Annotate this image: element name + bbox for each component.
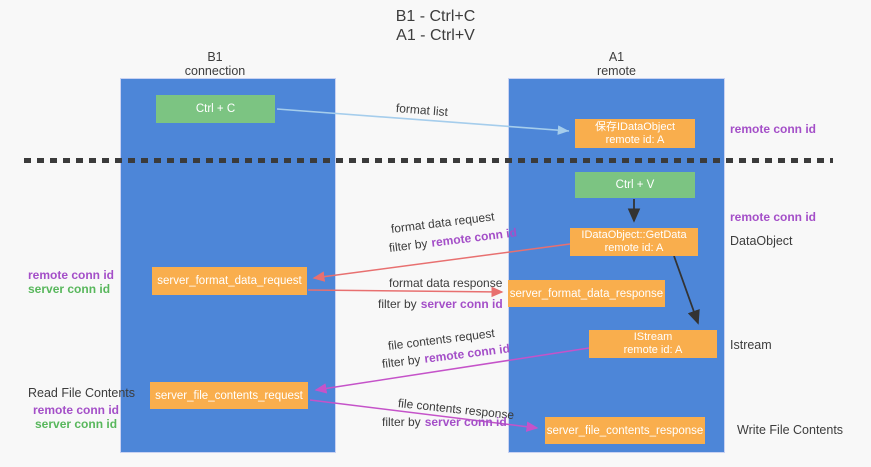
filter-by-text: filter by bbox=[388, 236, 429, 255]
remote-conn-id-annotation-mid: remote conn id bbox=[730, 210, 817, 224]
write-file-contents-annotation: Write File Contents bbox=[737, 423, 844, 437]
column-header-a1-role: remote bbox=[597, 64, 636, 78]
server-format-data-request-box: server_format_data_request bbox=[152, 267, 307, 295]
server-file-contents-response-box: server_file_contents_response bbox=[545, 417, 705, 444]
format-data-response-label: format data response bbox=[389, 276, 503, 290]
column-header-a1: A1 remote bbox=[508, 50, 725, 78]
istream-box: IStream remote id: A bbox=[589, 330, 717, 358]
server-file-contents-request-box: server_file_contents_request bbox=[150, 382, 308, 409]
server-format-data-response-box: server_format_data_response bbox=[508, 280, 665, 307]
save-idataobject-remote-id: remote id: A bbox=[605, 133, 665, 146]
save-idataobject-label: 保存IDataObject bbox=[594, 120, 676, 133]
idataobject-getdata-remote-id: remote id: A bbox=[604, 242, 664, 254]
read-file-contents-annotation: Read File Contents bbox=[28, 386, 136, 400]
separator-dashed-line bbox=[24, 158, 833, 163]
column-header-a1-name: A1 bbox=[608, 50, 625, 64]
ctrl-c-box: Ctrl + C bbox=[156, 95, 275, 123]
filter-by-text: filter by bbox=[378, 297, 417, 311]
remote-conn-id-annotation-left1: remote conn id bbox=[28, 268, 115, 282]
idataobject-getdata-box: IDataObject::GetData remote id: A bbox=[570, 228, 698, 256]
save-idataobject-box: 保存IDataObject remote id: A bbox=[575, 119, 695, 148]
column-header-b1-role: connection bbox=[184, 64, 246, 78]
istream-label: IStream bbox=[633, 331, 673, 343]
format-list-label: format list bbox=[395, 101, 449, 120]
format-data-response-arrow bbox=[307, 286, 504, 298]
server-conn-id-annotation-left1: server conn id bbox=[28, 282, 111, 296]
idataobject-getdata-label: IDataObject::GetData bbox=[581, 229, 687, 241]
ctrl-v-box: Ctrl + V bbox=[575, 172, 695, 198]
title-line-2: A1 - Ctrl+V bbox=[396, 27, 475, 44]
istream-annotation: Istream bbox=[730, 338, 772, 352]
istream-remote-id: remote id: A bbox=[623, 344, 683, 356]
dataobject-annotation: DataObject bbox=[730, 234, 793, 248]
remote-conn-id-annotation-top: remote conn id bbox=[730, 122, 817, 136]
server-conn-id-text: server conn id bbox=[420, 297, 503, 311]
filter-by-text: filter by bbox=[381, 352, 422, 371]
server-conn-id-text: server conn id bbox=[424, 415, 507, 429]
filter-by-text: filter by bbox=[382, 415, 421, 429]
remote-conn-id-annotation-left2: remote conn id bbox=[33, 403, 120, 417]
title-line-1: B1 - Ctrl+C bbox=[395, 8, 476, 25]
diagram-title: B1 - Ctrl+C A1 - Ctrl+V bbox=[0, 7, 871, 45]
column-header-b1: B1 connection bbox=[105, 50, 325, 78]
column-header-b1-name: B1 bbox=[207, 50, 223, 64]
server-conn-id-annotation-left2: server conn id bbox=[35, 417, 118, 431]
